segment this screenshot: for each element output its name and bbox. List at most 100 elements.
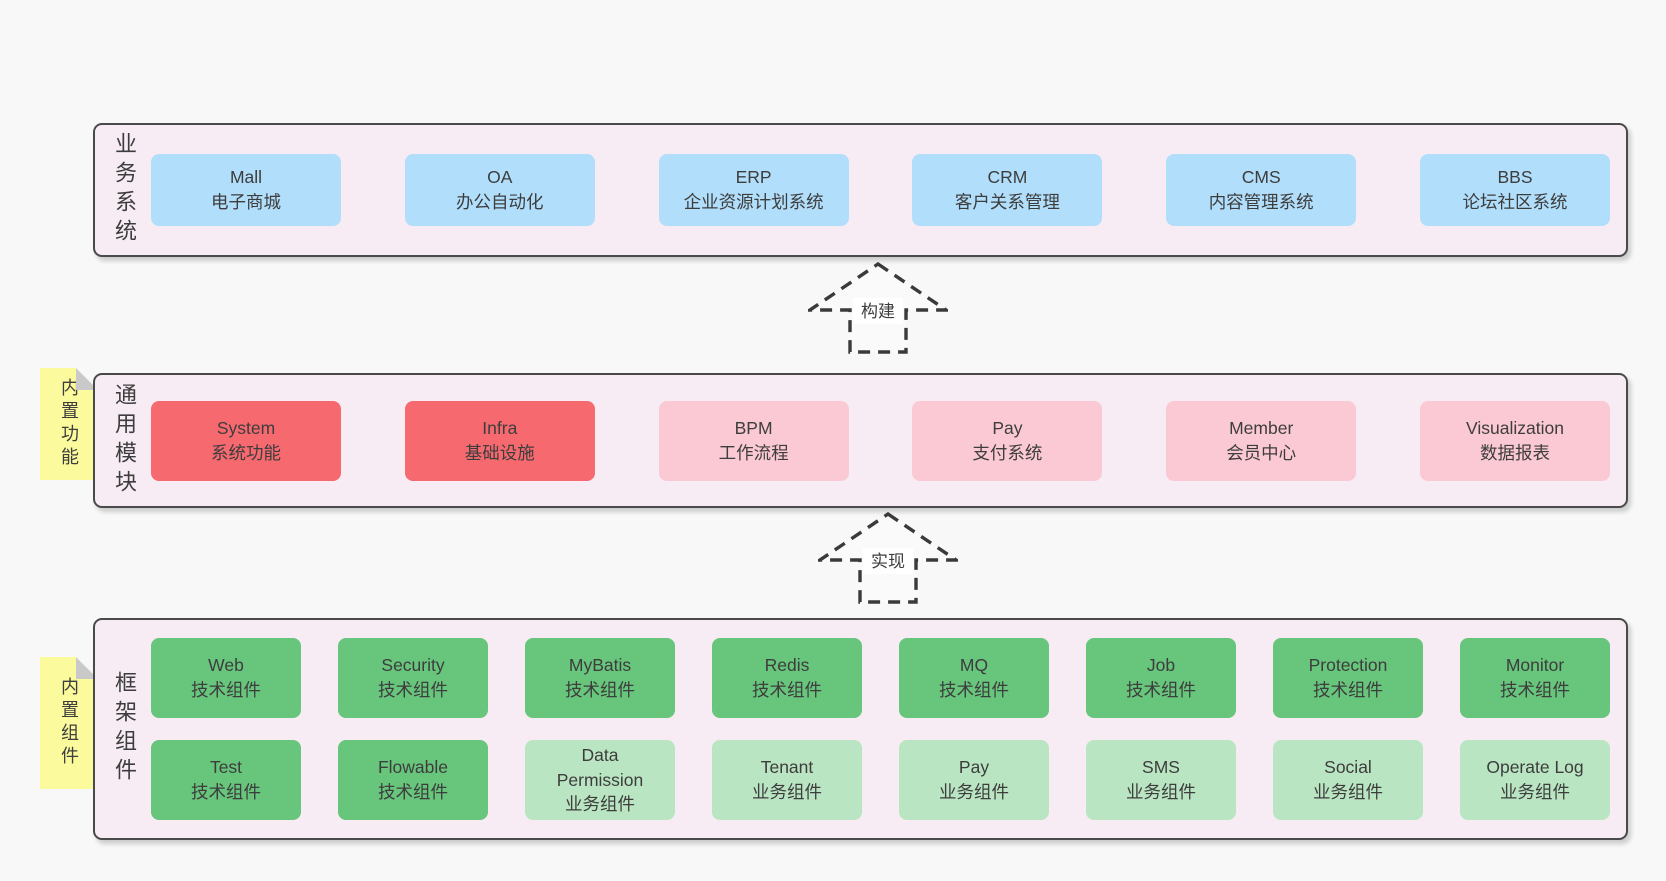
box-row: System 系统功能 Infra 基础设施 BPM 工作流程 Pay 支付系统 Member 会… <box>151 400 1610 481</box>
node-subtitle: 业务组件 <box>1126 782 1196 802</box>
node-tenant: Tenant 业务组件 <box>712 740 862 820</box>
node-title: Protection <box>1308 655 1388 676</box>
node-title: MQ <box>959 655 989 676</box>
node-infra: Infra 基础设施 <box>404 400 595 481</box>
arrow-up-implement: 实现 <box>818 512 958 604</box>
node-subtitle: 内容管理系统 <box>1208 192 1314 212</box>
node-subtitle: 技术组件 <box>1313 680 1383 700</box>
node-title: Mall <box>229 167 263 188</box>
sticky-note-built-in-components: 内置组件 <box>40 657 98 789</box>
node-title: System <box>216 417 276 438</box>
node-title: Job <box>1146 655 1176 676</box>
node-subtitle: 技术组件 <box>378 782 448 802</box>
node-title: Data Permission <box>556 744 644 790</box>
node-subtitle: 业务组件 <box>939 782 1009 802</box>
node-title: Test <box>209 757 243 778</box>
node-subtitle: 办公自动化 <box>456 192 544 212</box>
section-common-modules: 通用模块 System 系统功能 Infra 基础设施 BPM 工作流程 Pay 支付系统 Me… <box>93 373 1628 508</box>
node-subtitle: 技术组件 <box>191 782 261 802</box>
node-web: Web 技术组件 <box>151 638 301 718</box>
node-title: Redis <box>764 655 810 676</box>
node-title: Web <box>208 655 244 676</box>
node-subtitle: 技术组件 <box>1500 680 1570 700</box>
node-title: Pay <box>958 757 990 778</box>
node-title: BPM <box>734 417 773 438</box>
section-label: 框架组件 <box>112 671 137 787</box>
node-bpm: BPM 工作流程 <box>658 400 849 481</box>
node-social: Social 业务组件 <box>1273 740 1423 820</box>
node-title: Flowable <box>377 757 449 778</box>
node-subtitle: 支付系统 <box>972 442 1043 463</box>
node-cms: CMS 内容管理系统 <box>1166 154 1357 226</box>
node-title: Social <box>1324 757 1372 778</box>
node-subtitle: 业务组件 <box>752 782 822 802</box>
node-title: CMS <box>1241 167 1281 188</box>
node-subtitle: 业务组件 <box>1500 782 1570 802</box>
node-title: MyBatis <box>568 655 632 676</box>
node-erp: ERP 企业资源计划系统 <box>658 154 849 226</box>
node-subtitle: 业务组件 <box>1313 782 1383 802</box>
node-title: Member <box>1229 417 1294 438</box>
node-title: Pay <box>992 417 1023 438</box>
sticky-note-text: 内置功能 <box>59 378 79 470</box>
sticky-note-built-in-features: 内置功能 <box>40 368 98 480</box>
node-pay: Pay 支付系统 <box>912 400 1103 481</box>
node-title: Security <box>381 655 445 676</box>
arrow-label-bg <box>863 548 913 574</box>
node-flowable: Flowable 技术组件 <box>338 740 488 820</box>
node-member: Member 会员中心 <box>1166 400 1357 481</box>
node-test: Test 技术组件 <box>151 740 301 820</box>
node-subtitle: 技术组件 <box>752 680 822 700</box>
node-subtitle: 技术组件 <box>565 680 635 700</box>
node-subtitle: 基础设施 <box>464 442 535 463</box>
node-monitor: Monitor 技术组件 <box>1460 638 1610 718</box>
node-security: Security 技术组件 <box>338 638 488 718</box>
arrow-label: 实现 <box>871 552 905 571</box>
node-title: Visualization <box>1466 417 1564 438</box>
node-subtitle: 技术组件 <box>378 680 448 700</box>
node-mall: Mall 电子商城 <box>151 154 341 226</box>
section-label: 通用模块 <box>112 382 137 499</box>
node-title: OA <box>487 167 513 188</box>
node-subtitle: 系统功能 <box>211 442 281 463</box>
node-title: Infra <box>482 417 518 438</box>
node-title: BBS <box>1497 167 1533 188</box>
node-oa: OA 办公自动化 <box>404 154 595 226</box>
node-redis: Redis 技术组件 <box>712 638 862 718</box>
node-title: Tenant <box>760 757 814 778</box>
node-protection: Protection 技术组件 <box>1273 638 1423 718</box>
node-mq: MQ 技术组件 <box>899 638 1049 718</box>
node-subtitle: 电子商城 <box>211 192 281 212</box>
node-subtitle: 数据报表 <box>1479 442 1550 463</box>
node-subtitle: 论坛社区系统 <box>1462 192 1568 212</box>
node-subtitle: 技术组件 <box>1126 680 1196 700</box>
node-pay: Pay 业务组件 <box>899 740 1049 820</box>
section-rows: System 系统功能 Infra 基础设施 BPM 工作流程 Pay 支付系统 Member 会… <box>147 375 1626 506</box>
section-label: 业务系统 <box>112 132 137 248</box>
node-subtitle: 技术组件 <box>939 680 1009 700</box>
node-subtitle: 客户关系管理 <box>954 192 1060 212</box>
node-subtitle: 工作流程 <box>718 442 789 463</box>
node-subtitle: 会员中心 <box>1226 442 1297 463</box>
node-title: Monitor <box>1505 655 1565 676</box>
arrow-up-build: 构建 <box>808 262 948 354</box>
node-title: Operate Log <box>1486 757 1584 778</box>
node-subtitle: 技术组件 <box>191 680 261 700</box>
sticky-note-text: 内置组件 <box>59 677 79 769</box>
node-title: SMS <box>1142 757 1180 778</box>
node-subtitle: 企业资源计划系统 <box>683 192 824 212</box>
arrow-label: 构建 <box>861 302 895 321</box>
node-operate-log: Operate Log 业务组件 <box>1460 740 1610 820</box>
node-title: ERP <box>735 167 772 188</box>
node-mybatis: MyBatis 技术组件 <box>525 638 675 718</box>
node-system: System 系统功能 <box>151 400 341 481</box>
